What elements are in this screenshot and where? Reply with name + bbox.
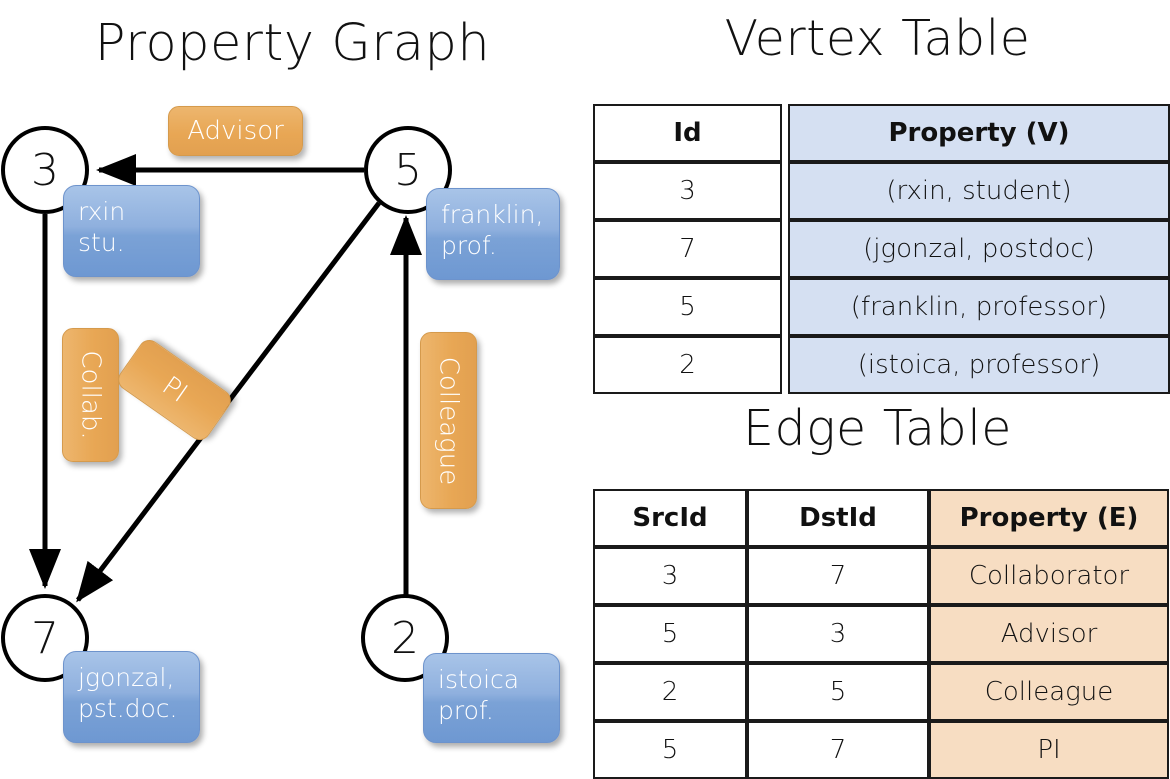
edge-row-0-dst: 7 [747, 547, 929, 605]
vertex-row-0-property: (rxin, student) [788, 162, 1170, 220]
edge-row-2-property: Colleague [929, 663, 1169, 721]
vertex-property-2-line2: prof. [438, 696, 494, 726]
vertex-property-5-line1: franklin, [441, 200, 544, 229]
vertex-table-header-id: Id [593, 104, 782, 162]
graph-node-5[interactable]: 5 [364, 126, 452, 214]
vertex-property-box-7[interactable]: jgonzal, pst.doc. [63, 651, 200, 743]
edge-label-advisor[interactable]: Advisor [168, 106, 303, 156]
edge-row-3-dst: 7 [747, 721, 929, 779]
vertex-property-box-2[interactable]: istoica prof. [423, 653, 560, 743]
table-row[interactable]: 3 (rxin, student) [593, 162, 1170, 220]
table-row[interactable]: 3 7 Collaborator [593, 547, 1169, 605]
edge-row-1-src: 5 [593, 605, 747, 663]
edge-row-2-dst: 5 [747, 663, 929, 721]
edge-table-header-property: Property (E) [929, 489, 1169, 547]
edge-label-collaborator-text: Collab. [75, 350, 106, 440]
edge-row-2-src: 2 [593, 663, 747, 721]
edge-row-1-dst: 3 [747, 605, 929, 663]
slide-canvas: Property Graph Vertex Table Edge Table 3… [1, 10, 1170, 779]
vertex-property-3-line1: rxin [78, 197, 126, 226]
edge-row-0-property: Collaborator [929, 547, 1169, 605]
vertex-table-header-row: Id Property (V) [593, 104, 1170, 162]
vertex-property-5-line2: prof. [441, 231, 497, 261]
page-title-property-graph: Property Graph [94, 14, 491, 73]
edge-label-collaborator[interactable]: Collab. [62, 328, 119, 462]
vertex-property-3-line2: stu. [78, 228, 125, 258]
table-row[interactable]: 2 (istoica, professor) [593, 336, 1170, 394]
vertex-table[interactable]: Id Property (V) 3 (rxin, student) 7 (jgo… [593, 104, 1170, 394]
edge-label-pi-text: PI [156, 371, 193, 409]
page-title-vertex-table: Vertex Table [724, 10, 1031, 67]
edge-table-header-dstid: DstId [747, 489, 929, 547]
edge-table-header-row: SrcId DstId Property (E) [593, 489, 1169, 547]
vertex-property-2-line1: istoica [438, 665, 520, 694]
vertex-property-box-5[interactable]: franklin, prof. [426, 188, 560, 280]
graph-node-2[interactable]: 2 [361, 594, 449, 682]
vertex-table-header-property: Property (V) [788, 104, 1170, 162]
vertex-table-column-gap [782, 220, 788, 278]
vertex-row-3-property: (istoica, professor) [788, 336, 1170, 394]
vertex-property-7-line1: jgonzal, [78, 663, 175, 692]
table-row[interactable]: 5 (franklin, professor) [593, 278, 1170, 336]
vertex-table-column-gap [782, 278, 788, 336]
vertex-row-2-property: (franklin, professor) [788, 278, 1170, 336]
vertex-property-box-3[interactable]: rxin stu. [63, 185, 200, 277]
edge-table[interactable]: SrcId DstId Property (E) 3 7 Collaborato… [593, 489, 1169, 779]
edge-row-1-property: Advisor [929, 605, 1169, 663]
vertex-row-3-id: 2 [593, 336, 782, 394]
table-row[interactable]: 5 7 PI [593, 721, 1169, 779]
vertex-table-column-gap [782, 336, 788, 394]
table-row[interactable]: 5 3 Advisor [593, 605, 1169, 663]
vertex-row-1-id: 7 [593, 220, 782, 278]
page-title-edge-table: Edge Table [743, 400, 1012, 457]
vertex-row-1-property: (jgonzal, postdoc) [788, 220, 1170, 278]
table-row[interactable]: 7 (jgonzal, postdoc) [593, 220, 1170, 278]
edge-label-advisor-text: Advisor [187, 116, 284, 146]
edge-label-colleague[interactable]: Colleague [420, 332, 477, 509]
vertex-property-7-line2: pst.doc. [78, 694, 178, 724]
vertex-table-column-gap [782, 104, 788, 162]
edge-row-3-src: 5 [593, 721, 747, 779]
edge-table-header-srcid: SrcId [593, 489, 747, 547]
edge-row-0-src: 3 [593, 547, 747, 605]
edge-row-3-property: PI [929, 721, 1169, 779]
vertex-table-column-gap [782, 162, 788, 220]
edge-label-colleague-text: Colleague [433, 356, 464, 485]
vertex-row-0-id: 3 [593, 162, 782, 220]
table-row[interactable]: 2 5 Colleague [593, 663, 1169, 721]
vertex-row-2-id: 5 [593, 278, 782, 336]
